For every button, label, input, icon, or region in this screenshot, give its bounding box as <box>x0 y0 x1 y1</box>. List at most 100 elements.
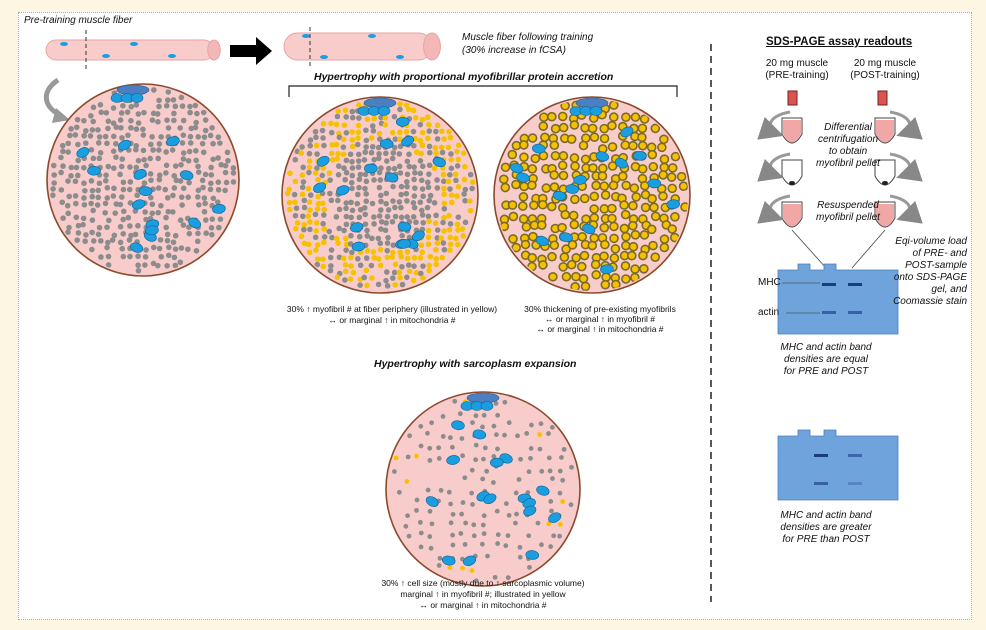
myofibril-dot <box>671 234 678 241</box>
myofibril-dot <box>524 431 530 436</box>
myofibril-dot <box>471 533 477 539</box>
myofibril-dot <box>509 151 516 158</box>
myofibril-dot <box>328 150 335 157</box>
myofibril-dot <box>426 143 433 150</box>
myofibril-dot <box>301 240 308 247</box>
myofibril-dot <box>135 222 141 229</box>
myofibril-dot <box>550 424 555 430</box>
myofibril-dot <box>434 227 441 233</box>
myofibril-dot <box>447 435 453 441</box>
myofibril-dot <box>417 519 423 525</box>
myofibril-dot <box>385 207 392 213</box>
myofibril-dot <box>599 234 606 242</box>
myofibril-dot <box>406 268 413 275</box>
myofibril-dot <box>132 208 139 214</box>
myofibril-dot <box>177 259 184 266</box>
myofibril-dot <box>469 490 475 496</box>
myofibril-dot <box>383 150 389 157</box>
myofibril-dot <box>118 124 124 131</box>
myofibril-dot <box>592 271 600 278</box>
myofibril-dot <box>65 229 71 235</box>
myofibril-dot <box>192 102 199 109</box>
myofibril-dot <box>622 275 630 283</box>
myofibril-dot <box>103 109 110 116</box>
myofibril-dot <box>185 246 191 253</box>
myofibril-dot <box>321 212 327 218</box>
myofibril-dot <box>418 443 424 449</box>
myofibril-dot <box>612 281 620 288</box>
subsarcolemmal-mitochondrion <box>480 401 494 411</box>
myofibril-dot <box>375 235 382 242</box>
myofibril-dot <box>193 119 199 126</box>
myofibril-dot <box>336 134 343 141</box>
myofibril-dot <box>73 164 80 171</box>
myofibril-dot <box>502 184 509 191</box>
myofibril-dot <box>425 184 432 191</box>
myofibril-dot <box>306 249 313 256</box>
myofibril-dot <box>95 194 102 201</box>
myofibril-dot <box>621 252 628 259</box>
myofibril-dot <box>207 186 214 193</box>
myofibril-dot <box>427 534 433 539</box>
myofibril-dot <box>106 217 112 224</box>
myofibril-dot <box>104 195 111 201</box>
myofibril-dot <box>580 275 587 282</box>
myofibril-dot <box>589 242 596 249</box>
myofibril-dot <box>426 267 432 274</box>
myofibril-dot <box>411 176 417 183</box>
myofibril-dot <box>412 114 419 121</box>
myofibril-dot <box>349 129 355 135</box>
myofibril-dot <box>531 222 538 229</box>
nucleus-dot <box>60 42 68 46</box>
myofibril-dot <box>89 229 95 236</box>
myofibril-dot <box>363 255 370 261</box>
myofibril-dot <box>438 144 445 151</box>
myofibril-dot <box>629 222 637 229</box>
myofibril-dot <box>156 147 162 153</box>
myofibril-dot <box>383 277 389 284</box>
mitochondrion <box>212 204 226 214</box>
myofibril-dot <box>230 165 237 171</box>
myofibril-dot <box>419 129 426 136</box>
myofibril-dot <box>195 230 201 237</box>
myofibril-dot <box>364 248 371 254</box>
myofibril-dot <box>90 155 97 162</box>
myofibril-dot <box>447 247 453 253</box>
myofibril-dot <box>120 179 127 186</box>
myofibril-dot <box>639 165 646 173</box>
myofibril-dot <box>364 116 371 123</box>
myofibril-dot <box>306 150 313 157</box>
equal-line2: densities are equal <box>784 354 868 365</box>
myofibril-dot <box>119 156 126 162</box>
myofibril-dot <box>348 232 354 239</box>
mitochondrion <box>138 186 153 197</box>
myofibril-dot <box>375 144 382 151</box>
mitochondrion <box>336 185 350 196</box>
myofibril-dot <box>681 203 688 211</box>
myofibril-dot <box>582 241 589 248</box>
myofibril-dot <box>405 513 410 519</box>
myofibril-dot <box>155 185 162 191</box>
mitochondrion <box>395 116 410 127</box>
mhc-label: MHC <box>758 277 781 288</box>
myofibril-dot <box>120 253 127 260</box>
myofibril-dot <box>612 245 619 253</box>
mitochondrion <box>525 550 540 560</box>
myofibril-dot <box>377 192 384 199</box>
myofibril-dot <box>334 156 340 162</box>
myofibril-dot <box>81 195 87 201</box>
myofibril-dot <box>342 262 349 268</box>
myofibril-dot <box>479 541 485 547</box>
myofibril-dot <box>502 432 507 438</box>
myofibril-dot <box>334 113 341 120</box>
myofibril-dot <box>640 265 648 272</box>
myofibril-dot <box>581 195 588 202</box>
myofibril-dot <box>622 242 630 249</box>
myofibril-dot <box>418 177 425 184</box>
myofibril-dot <box>403 129 410 135</box>
myofibril-dot <box>459 226 466 232</box>
myofibril-dot <box>447 234 453 241</box>
post-load-line <box>851 229 886 269</box>
myofibril-dot <box>529 175 537 182</box>
myofibril-dot <box>425 430 430 436</box>
